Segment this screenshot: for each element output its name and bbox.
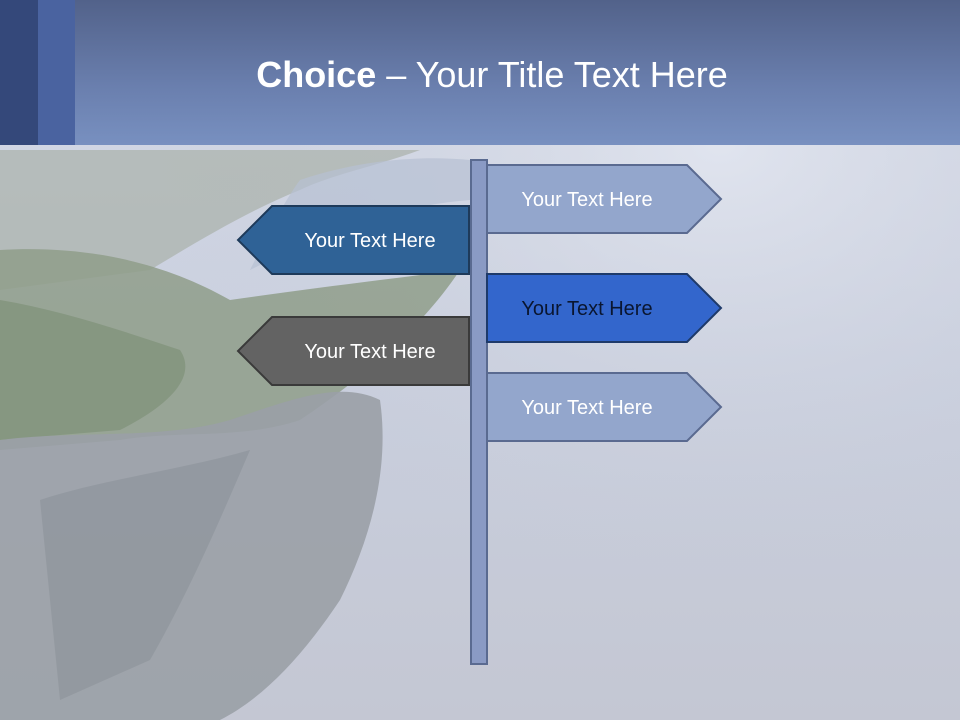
header-accent-bar-light (38, 0, 75, 145)
sign-right-top-label: Your Text Here (521, 189, 652, 211)
sign-right-bottom-shape (486, 372, 723, 442)
sign-left-bottom[interactable]: Your Text Here (236, 316, 470, 386)
sign-right-middle-label: Your Text Here (521, 298, 652, 320)
sign-right-bottom-label: Your Text Here (521, 397, 652, 419)
slide-title-rest: – Your Title Text Here (376, 54, 728, 95)
slide-title-bold: Choice (256, 54, 377, 95)
sign-left-bottom-shape (236, 316, 470, 386)
sign-left-bottom-label: Your Text Here (304, 341, 435, 363)
sign-left-top[interactable]: Your Text Here (236, 205, 470, 275)
sign-right-middle[interactable]: Your Text Here (486, 273, 723, 343)
slide-title[interactable]: Choice – Your Title Text Here (0, 50, 960, 100)
header-accent-bar-dark (0, 0, 38, 145)
sign-right-bottom[interactable]: Your Text Here (486, 372, 723, 442)
sign-right-top-shape (486, 164, 723, 234)
signpost-pole (470, 159, 488, 665)
title-header-band: Choice – Your Title Text Here (0, 0, 960, 145)
sign-right-top[interactable]: Your Text Here (486, 164, 723, 234)
sign-left-top-label: Your Text Here (304, 230, 435, 252)
sign-right-middle-shape (486, 273, 723, 343)
sign-left-top-shape (236, 205, 470, 275)
